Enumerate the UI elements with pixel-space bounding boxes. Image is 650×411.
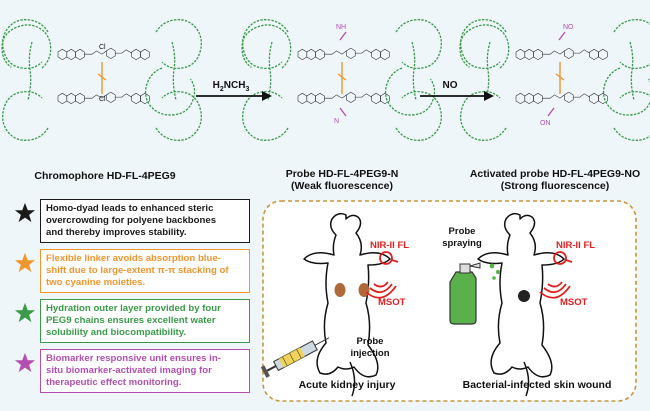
reagent-label-1: H2NCH3 bbox=[212, 80, 250, 93]
star-icon-green bbox=[14, 302, 36, 323]
activated-subtitle: (Strong fluorescence) bbox=[500, 180, 610, 192]
molecule-probe bbox=[238, 20, 441, 141]
msot-label-left: MSOT bbox=[378, 297, 406, 308]
caption-acute-kidney-injury: Acute kidney injury bbox=[298, 379, 396, 391]
reaction-arrow-2 bbox=[420, 91, 494, 101]
star-icon-purple bbox=[14, 352, 36, 373]
wound-spot bbox=[518, 290, 530, 302]
on-label: ON bbox=[540, 120, 551, 127]
kidney-icons bbox=[334, 283, 370, 297]
reaction-arrow-1 bbox=[196, 91, 272, 101]
molecule-activated bbox=[456, 20, 650, 141]
caption-bacterial-skin-wound: Bacterial-infected skin wound bbox=[462, 379, 612, 391]
msot-label-right: MSOT bbox=[560, 297, 588, 308]
chromophore-name: Chromophore HD-FL-4PEG9 bbox=[34, 170, 176, 182]
nir-label-left: NIR-II FL bbox=[370, 240, 410, 251]
star-icon-black bbox=[14, 202, 36, 223]
reagent-label-2: NO bbox=[442, 80, 458, 91]
molecule-chromophore bbox=[0, 20, 201, 141]
cl-label-top: Cl bbox=[99, 44, 106, 51]
activated-responsive-units bbox=[547, 31, 566, 117]
feature-box-linker: Flexible linker avoids absorption blue-s… bbox=[40, 249, 250, 293]
msot-signal-icon-left bbox=[365, 281, 397, 299]
syringe-icon bbox=[260, 337, 330, 378]
feature-box-biomarker: Biomarker responsive unit ensures in-sit… bbox=[40, 349, 250, 393]
probe-responsive-units bbox=[339, 31, 347, 117]
nir-label-right: NIR-II FL bbox=[556, 240, 596, 251]
no-label: NO bbox=[563, 24, 574, 31]
cl-label-bottom: Cl bbox=[99, 96, 106, 103]
mouse-left-illustration bbox=[303, 212, 391, 397]
probe-name: Probe HD-FL-4PEG9-N bbox=[285, 168, 399, 180]
n-label: N bbox=[334, 118, 340, 125]
spray-bottle-icon bbox=[449, 262, 501, 325]
nir-signal-icon-left bbox=[379, 251, 399, 265]
star-icon-orange bbox=[14, 252, 36, 273]
nh-label: NH bbox=[336, 24, 347, 31]
activated-name: Activated probe HD-FL-4PEG9-NO bbox=[469, 168, 641, 180]
probe-subtitle: (Weak fluorescence) bbox=[291, 180, 393, 192]
msot-signal-icon-right bbox=[539, 281, 571, 299]
nir-signal-icon-right bbox=[553, 251, 573, 265]
